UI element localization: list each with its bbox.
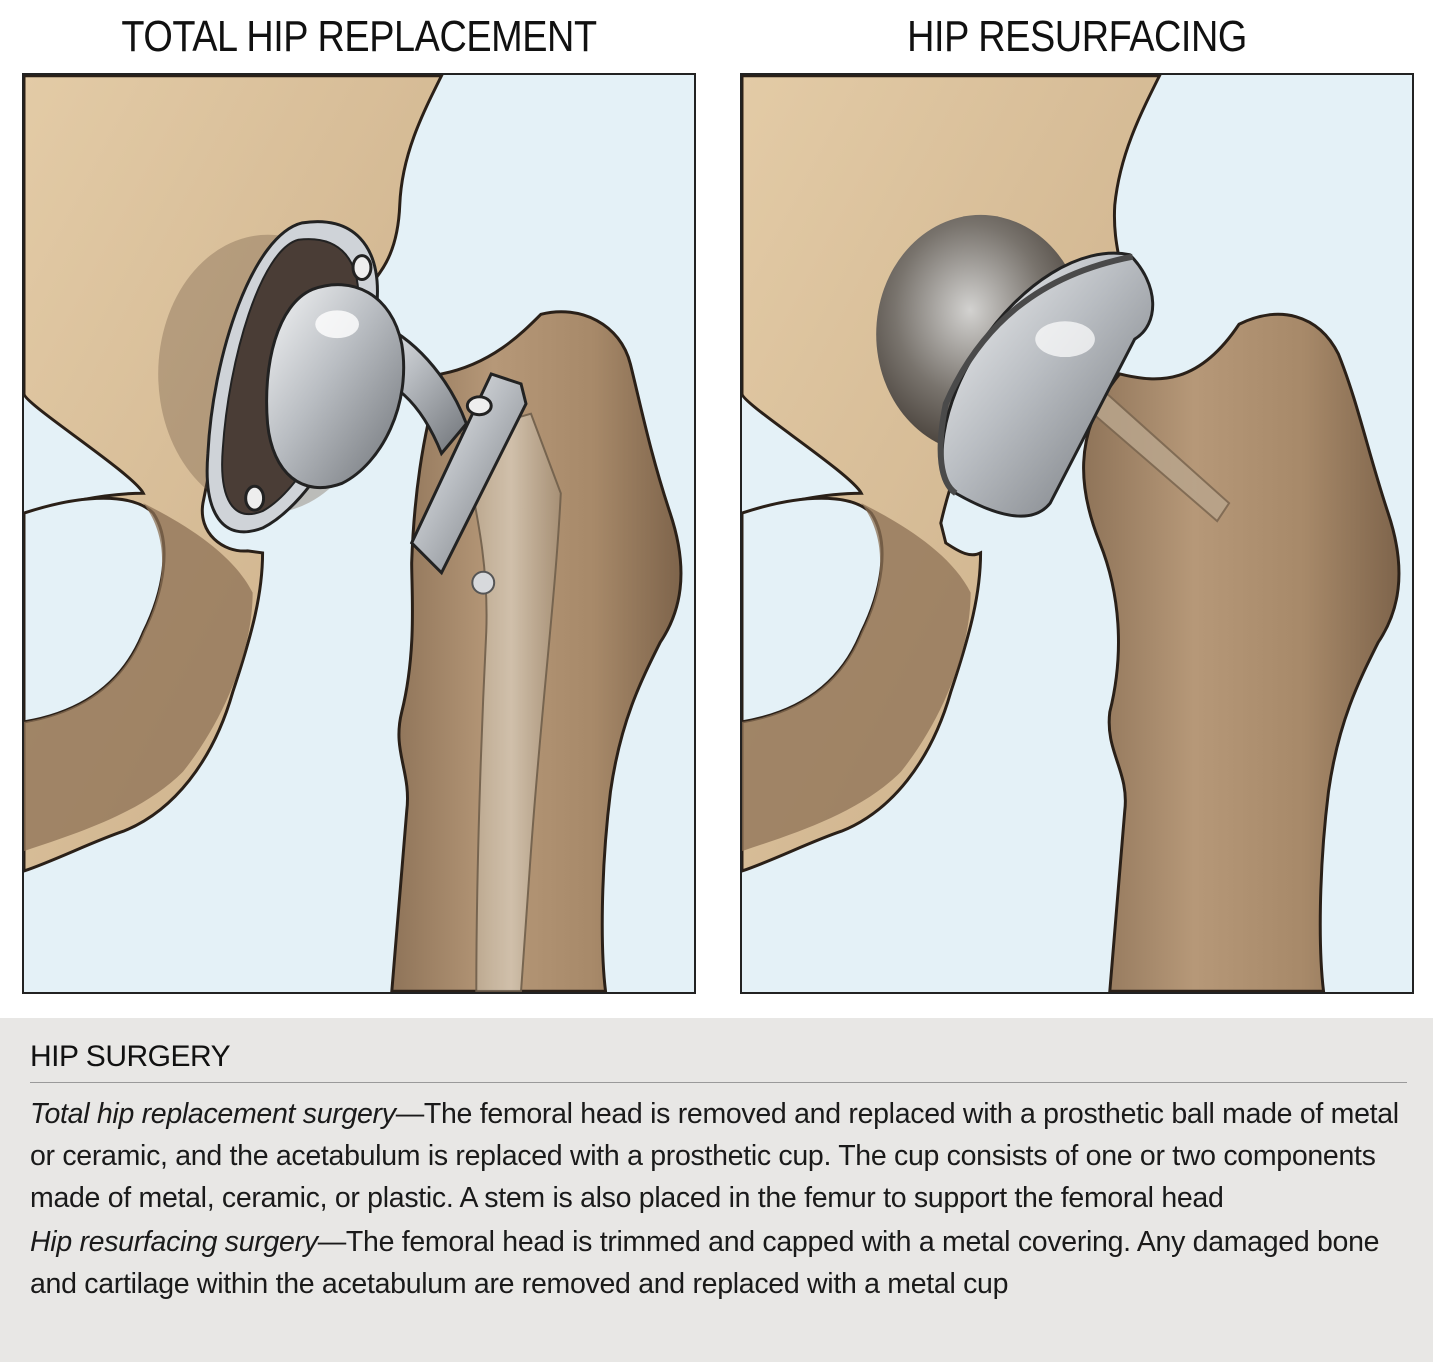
caption-box: HIP SURGERY Total hip replacement surger… [0,1018,1433,1362]
cup-screw-icon [351,254,373,282]
resurfacing-cap-rim [937,253,1134,496]
caption-total-hip-replacement: Total hip replacement surgery—The femora… [30,1093,1407,1219]
cap-highlight [1035,321,1095,358]
cup-screw-icon [244,484,266,512]
caption-term: Total hip replacement surgery [30,1098,396,1130]
pelvis-shadow [742,503,971,852]
stem-screw [471,570,496,595]
total-hip-replacement-illustration [22,73,696,994]
prosthetic-ball [265,283,406,490]
ball-highlight [315,310,359,339]
collar-screw-icon [465,395,493,417]
total-hip-replacement-svg [24,75,683,992]
caption-text: —The femoral head is removed and replace… [30,1098,1399,1214]
femoral-stem [460,412,562,992]
hip-resurfacing-svg [742,75,1401,992]
caption-text: —The femoral head is trimmed and capped … [30,1226,1380,1300]
femur-bone [1082,312,1401,992]
hip-resurfacing-title: HIP RESURFACING [907,12,1247,61]
hip-resurfacing-illustration [740,73,1414,994]
caption-heading: HIP SURGERY [30,1040,1407,1083]
caption-term: Hip resurfacing surgery [30,1226,318,1258]
caption-hip-resurfacing: Hip resurfacing surgery—The femoral head… [30,1221,1407,1305]
total-hip-replacement-title: TOTAL HIP REPLACEMENT [121,12,597,61]
pelvis-shadow [24,503,253,852]
